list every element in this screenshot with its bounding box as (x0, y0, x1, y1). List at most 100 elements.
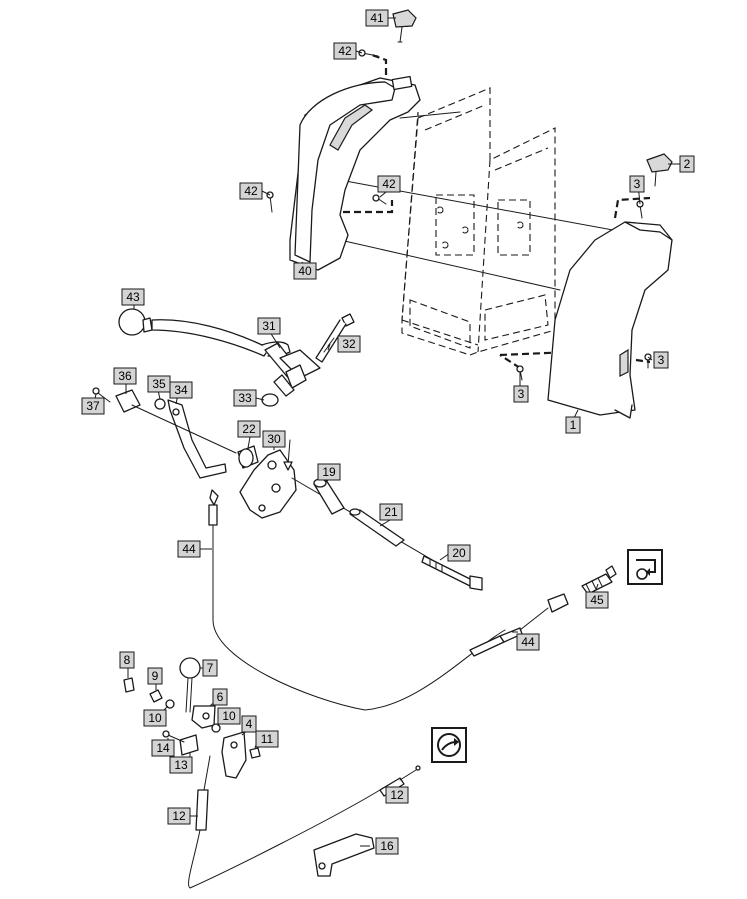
callout-16: 16 (375, 837, 399, 855)
svg-text:19: 19 (322, 465, 336, 479)
svg-text:42: 42 (338, 44, 352, 58)
callout-11: 11 (255, 730, 279, 748)
callout-8: 8 (119, 651, 135, 669)
part-22-bushing (237, 445, 259, 469)
callout-45: 45 (585, 591, 609, 609)
svg-text:4: 4 (246, 717, 253, 731)
svg-text:8: 8 (124, 653, 131, 667)
part-1-right-cover (547, 221, 673, 419)
svg-text:35: 35 (152, 377, 166, 391)
callout-36: 36 (113, 367, 137, 385)
part-34-bracket (92, 387, 237, 479)
svg-text:44: 44 (182, 542, 196, 556)
callout-31: 31 (257, 317, 281, 335)
callout-9: 9 (147, 667, 163, 685)
callout-12-right: 12 (385, 786, 409, 804)
callout-30: 30 (262, 430, 286, 448)
part-12-cable (188, 755, 421, 889)
svg-text:42: 42 (244, 184, 258, 198)
callout-40: 40 (293, 262, 317, 280)
svg-text:13: 13 (174, 758, 188, 772)
callout-3-mid: 3 (513, 385, 529, 403)
part-32-bolt (315, 313, 355, 363)
part-2-knob (646, 153, 673, 187)
callout-44-right: 44 (516, 633, 540, 651)
svg-text:42: 42 (382, 177, 396, 191)
frame-housing-dashed (401, 87, 556, 356)
svg-text:45: 45 (590, 593, 604, 607)
callout-42-top: 42 (333, 42, 357, 60)
svg-text:10: 10 (148, 711, 162, 725)
part-16-bracket (313, 833, 375, 877)
svg-text:3: 3 (518, 387, 525, 401)
callout-22: 22 (237, 420, 261, 438)
svg-text:34: 34 (174, 383, 188, 397)
callout-44-left: 44 (177, 540, 201, 558)
part-40-left-cover (289, 75, 421, 271)
svg-text:37: 37 (86, 399, 100, 413)
callout-43: 43 (121, 288, 145, 306)
part-21-tube (349, 508, 405, 547)
part-33-spacer (261, 364, 307, 407)
svg-text:43: 43 (126, 290, 140, 304)
callout-3-right: 3 (653, 351, 669, 369)
callout-32: 32 (337, 335, 361, 353)
part-20-bolt (421, 555, 483, 591)
svg-text:32: 32 (342, 337, 356, 351)
svg-text:12: 12 (172, 809, 186, 823)
callout-41: 41 (365, 9, 389, 27)
screws (266, 49, 652, 381)
callout-10-right: 10 (217, 707, 241, 725)
svg-text:2: 2 (684, 157, 691, 171)
svg-text:1: 1 (570, 418, 577, 432)
discharge-direction-icon (431, 727, 467, 763)
callout-20: 20 (447, 544, 471, 562)
svg-text:16: 16 (380, 839, 394, 853)
svg-text:14: 14 (156, 741, 170, 755)
callout-42-left: 42 (239, 182, 263, 200)
callout-34: 34 (169, 381, 193, 399)
auger-rotation-icon (627, 549, 663, 585)
callout-7: 7 (202, 659, 218, 677)
callout-1: 1 (565, 416, 581, 434)
callout-3-top: 3 (629, 175, 645, 193)
callout-33: 33 (233, 389, 257, 407)
svg-text:3: 3 (658, 353, 665, 367)
svg-text:10: 10 (222, 709, 236, 723)
part-45-spring (581, 565, 617, 595)
svg-text:41: 41 (370, 11, 384, 25)
svg-text:3: 3 (634, 177, 641, 191)
callout-12-left: 12 (167, 807, 191, 825)
svg-text:11: 11 (261, 732, 274, 746)
callout-10-left: 10 (143, 709, 167, 727)
svg-text:44: 44 (521, 635, 535, 649)
callout-6: 6 (212, 688, 228, 706)
callout-2: 2 (679, 155, 695, 173)
callout-42-mid: 42 (377, 175, 401, 193)
part-44-cable (208, 489, 569, 711)
svg-text:31: 31 (262, 319, 276, 333)
callout-19: 19 (317, 463, 341, 481)
svg-text:30: 30 (267, 432, 281, 446)
svg-text:7: 7 (207, 661, 214, 675)
svg-text:9: 9 (152, 669, 159, 683)
part-19-sleeve (313, 478, 345, 515)
callout-14: 14 (151, 739, 175, 757)
callout-21: 21 (379, 503, 403, 521)
callout-13: 13 (169, 756, 193, 774)
callout-35: 35 (147, 375, 171, 393)
lower-lever-assembly (123, 657, 261, 779)
svg-text:20: 20 (452, 546, 466, 560)
callout-4: 4 (241, 715, 257, 733)
svg-text:6: 6 (217, 690, 224, 704)
svg-text:12: 12 (390, 788, 404, 802)
svg-text:36: 36 (118, 369, 132, 383)
svg-text:22: 22 (242, 422, 256, 436)
svg-text:40: 40 (298, 264, 312, 278)
svg-text:33: 33 (238, 391, 252, 405)
callout-37: 37 (81, 397, 105, 415)
svg-text:21: 21 (384, 505, 398, 519)
part-30-plate (239, 439, 297, 519)
part-41-knob (392, 9, 417, 43)
